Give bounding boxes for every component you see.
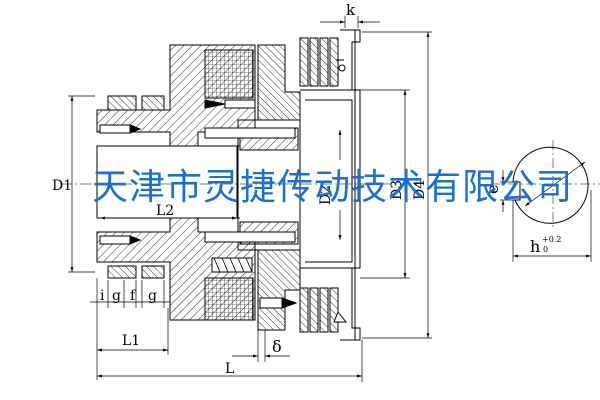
label-h: h	[530, 237, 540, 256]
label-D2: D2	[318, 185, 334, 205]
label-D1: D1	[52, 178, 72, 194]
company-watermark: 天津市灵捷传动技术有限公司	[92, 167, 574, 208]
label-e: e	[483, 185, 502, 194]
label-tol-lower: 0	[543, 245, 548, 254]
label-g1: g	[112, 288, 121, 304]
label-g2: g	[148, 288, 157, 304]
label-L2: L2	[156, 203, 174, 219]
section-view	[96, 29, 361, 341]
dimensions	[68, 16, 432, 382]
label-k: k	[346, 1, 356, 19]
label-i: i	[100, 288, 105, 304]
label-L1: L1	[122, 333, 140, 349]
label-f: f	[130, 288, 137, 304]
friction-discs-bottom	[299, 287, 339, 333]
dimension-labels: k D1 L2 D2 D3 D4 i g f g L1 δ L e h +0.2…	[52, 1, 561, 377]
keyway-detail	[490, 140, 600, 262]
label-D3: D3	[389, 180, 405, 200]
label-delta: δ	[272, 337, 282, 356]
label-L: L	[225, 361, 234, 377]
label-D4: D4	[412, 180, 428, 200]
friction-discs-top	[299, 37, 339, 87]
label-tol-upper: +0.2	[542, 235, 561, 244]
